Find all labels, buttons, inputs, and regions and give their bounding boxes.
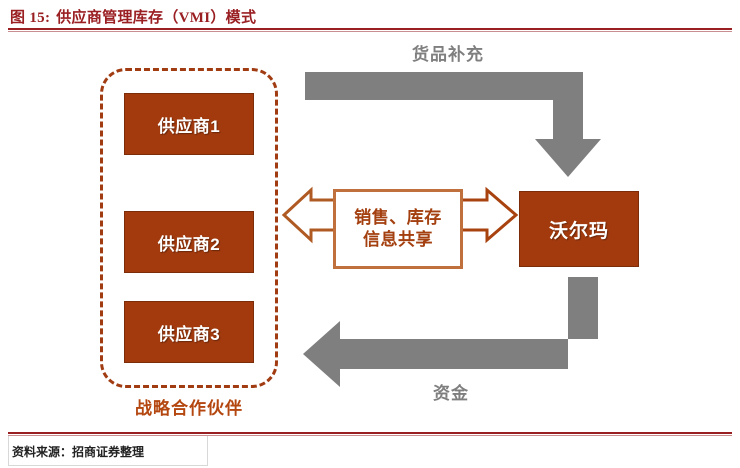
shared-info-box[interactable]: 销售、库存 信息共享: [333, 189, 463, 269]
supplier-label-3: 供应商3: [157, 324, 221, 344]
supplier-box-2[interactable]: 供应商2: [124, 211, 254, 273]
footer-divider: [8, 432, 732, 434]
retailer-label: 沃尔玛: [548, 220, 609, 242]
source-box: [8, 436, 208, 466]
supplier-box-1[interactable]: 供应商1: [124, 93, 254, 155]
top-flow-arrow: [305, 72, 601, 177]
title-divider-light: [8, 31, 732, 32]
shared-info-line-2: 信息共享: [363, 230, 433, 249]
title-divider: [8, 28, 732, 30]
top-flow-label: 货品补充: [412, 45, 484, 64]
supplier-box-3[interactable]: 供应商3: [124, 301, 254, 363]
footer-divider-light: [8, 435, 732, 436]
share-left-arrow: [281, 186, 333, 244]
partner-group-container: [100, 68, 278, 388]
partner-group-label: 战略合作伙伴: [135, 399, 243, 418]
share-arrows-layer: [281, 186, 519, 244]
retailer-box-walmart[interactable]: 沃尔玛: [519, 191, 639, 267]
flow-arrows-layer: [303, 72, 601, 387]
diagram-canvas: 供应商1 供应商2 供应商3 战略合作伙伴 销售、库存 信息共享 沃尔玛 货品补…: [0, 34, 740, 430]
supplier-label-1: 供应商1: [157, 116, 221, 136]
share-right-arrow: [463, 186, 519, 244]
bottom-flow-arrow: [303, 277, 598, 387]
figure-number: 图 15:: [10, 9, 51, 26]
shared-info-line-1: 销售、库存: [354, 208, 442, 228]
bottom-flow-label: 资金: [433, 384, 469, 403]
figure-title-row: 图 15: 供应商管理库存（VMI）模式: [10, 4, 730, 28]
source-text: 资料来源：招商证券整理: [12, 445, 145, 459]
supplier-label-2: 供应商2: [157, 234, 221, 254]
page-title: 供应商管理库存（VMI）模式: [56, 9, 257, 26]
